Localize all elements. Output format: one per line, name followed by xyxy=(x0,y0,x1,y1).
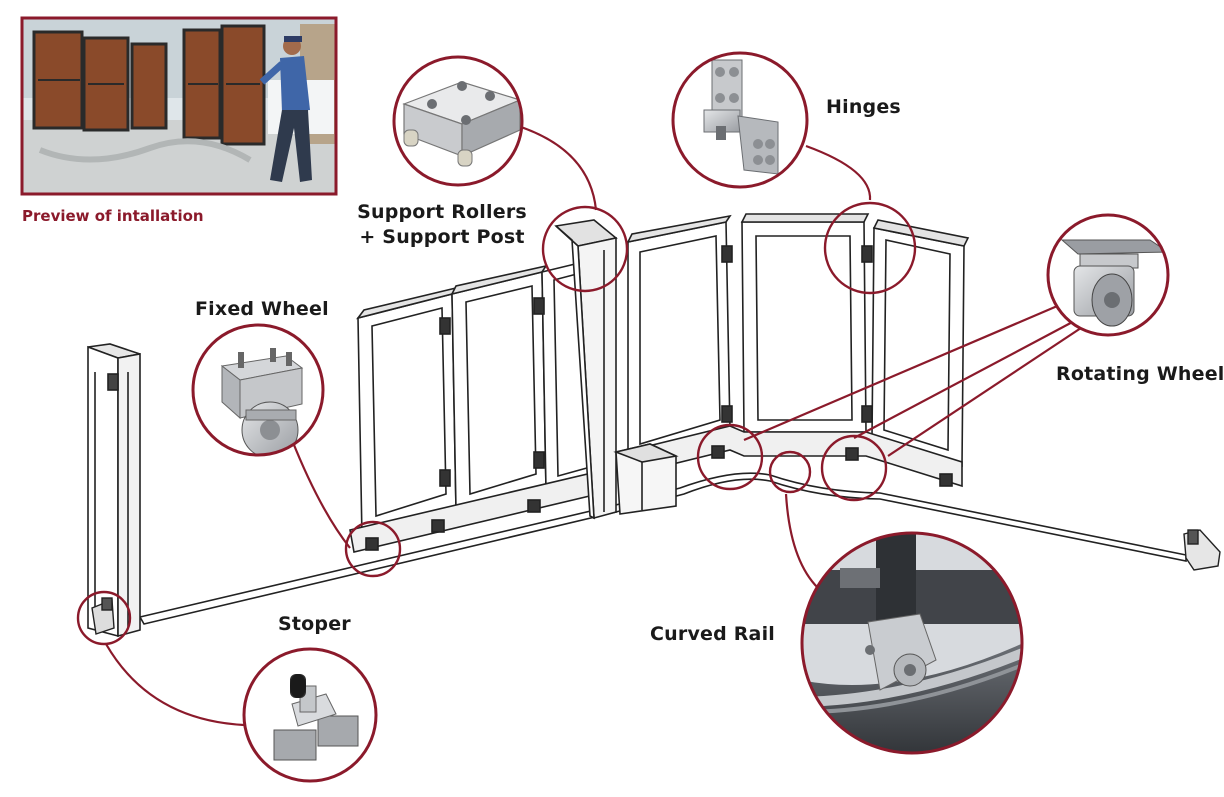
gate-panels-left xyxy=(349,256,603,553)
support-rollers-callout xyxy=(392,55,524,187)
end-stopper-bracket xyxy=(91,597,115,635)
support-rollers-label: Support Rollers + Support Post xyxy=(352,200,532,250)
support-post xyxy=(554,219,618,520)
ring-support-rollers xyxy=(541,205,629,293)
curved-rail-callout xyxy=(800,531,1024,755)
rotating-wheel-label: Rotating Wheel xyxy=(1056,363,1224,385)
stopper-callout xyxy=(242,647,378,783)
curved-rail-label: Curved Rail xyxy=(650,623,776,645)
callout-highlight-rings xyxy=(76,201,917,646)
ring-curved-rail-center xyxy=(768,450,812,494)
end-post xyxy=(87,343,141,638)
support-rollers-label-line1: Support Rollers xyxy=(357,201,527,223)
ring-hinges xyxy=(823,201,917,295)
preview-photo-frame xyxy=(20,16,338,196)
installation-preview-photo xyxy=(22,18,336,194)
ring-stopper xyxy=(76,590,132,646)
rotating-wheel-callout xyxy=(1046,213,1170,337)
support-rollers-label-line2: + Support Post xyxy=(359,226,525,248)
hinges-callout xyxy=(671,51,809,189)
ring-curved-rail-left xyxy=(696,423,764,491)
stopper-label: Stoper xyxy=(278,613,351,635)
preview-caption: Preview of intallation xyxy=(22,207,204,225)
end-bracket xyxy=(1183,529,1221,571)
gate-motor-unit xyxy=(613,443,679,515)
ring-fixed-wheel xyxy=(344,520,402,578)
callout-connectors xyxy=(105,124,1091,727)
gate-panels-right xyxy=(623,213,970,488)
hinges-label: Hinges xyxy=(826,96,901,118)
fixed-wheel-label: Fixed Wheel xyxy=(195,298,329,320)
ring-rotating-wheel xyxy=(820,434,888,502)
fixed-wheel-callout xyxy=(191,323,325,457)
